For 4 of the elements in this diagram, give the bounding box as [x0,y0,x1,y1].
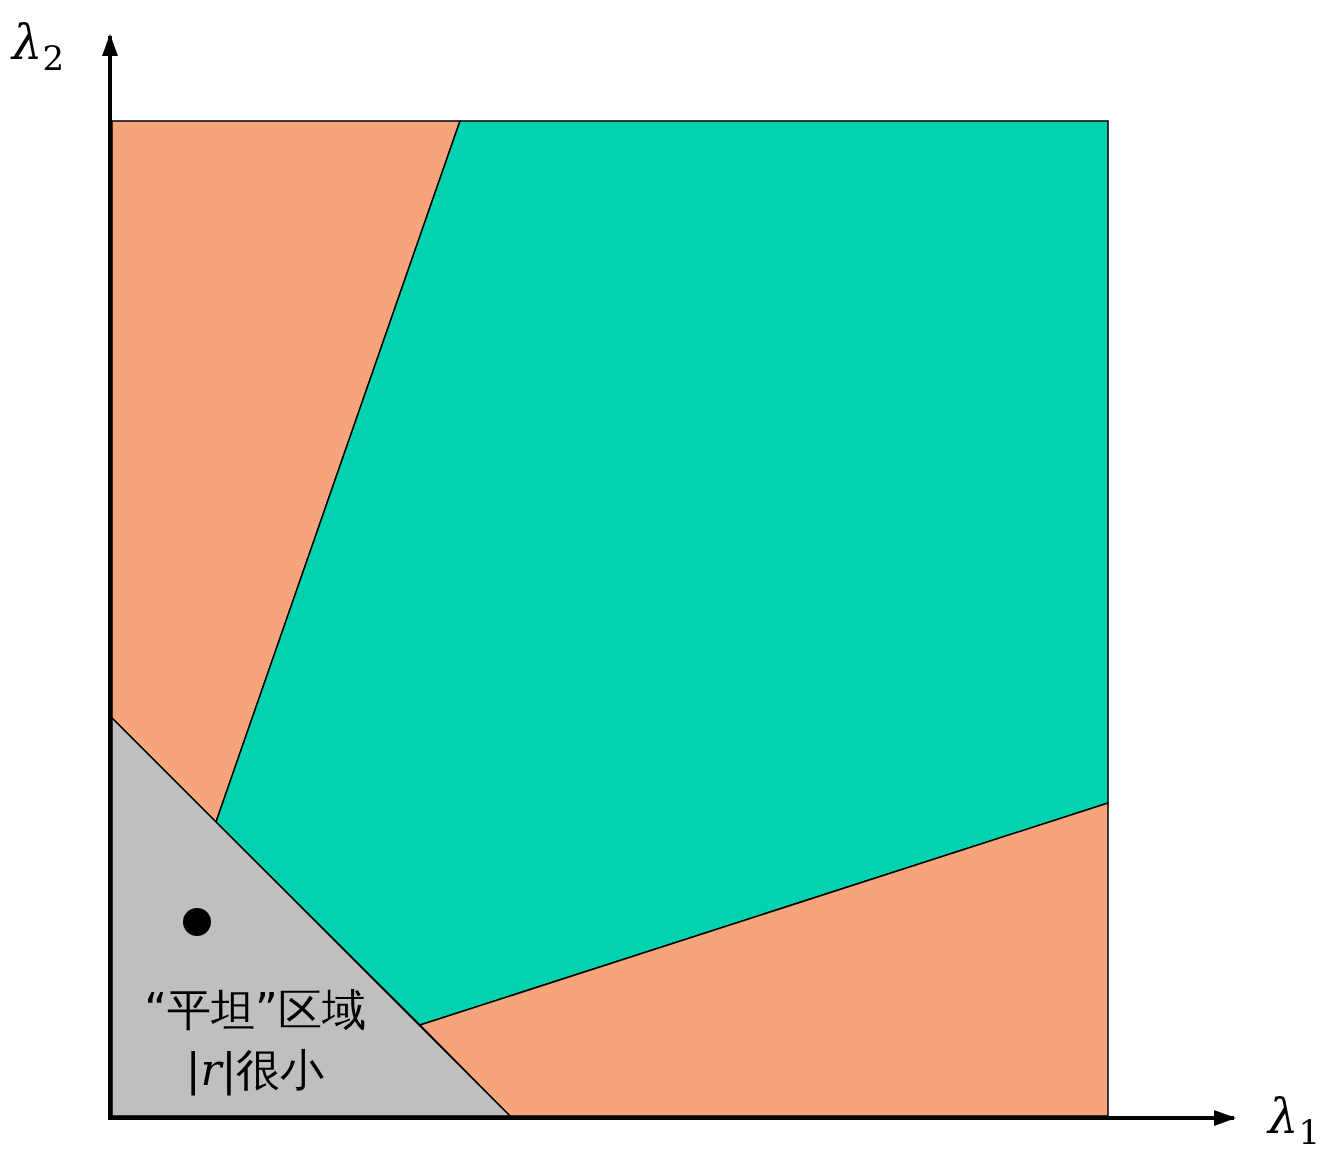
axis-label: λ$_{2}$ [12,18,65,75]
region-label: “平坦”区域 |r|很小 [143,983,367,1098]
flat-region-triangle [112,718,510,1116]
axis-label: λ$_{1}$ [1268,1092,1321,1149]
